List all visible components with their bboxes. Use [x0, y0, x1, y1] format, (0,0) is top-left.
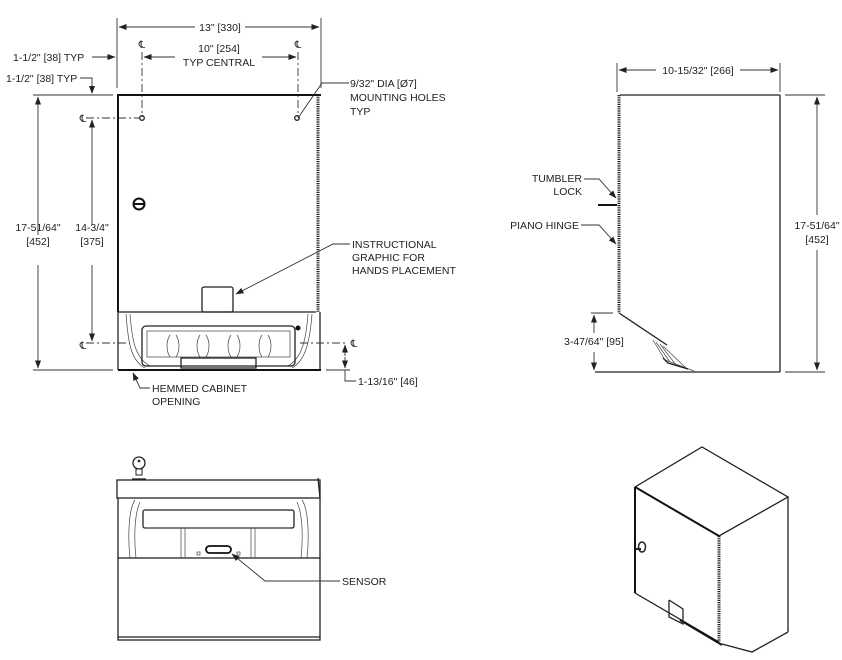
hole-spacing-dimension: ℄ ℄ 10" [254] TYP CENTRAL	[138, 40, 302, 117]
bottom-offset-dimension: ℄ 1-13/16" [46]	[300, 339, 418, 388]
key-icon	[132, 456, 146, 480]
depth-label: 10-15/32" [266]	[662, 65, 734, 77]
bottom-offset-label: 1-13/16" [46]	[358, 376, 418, 388]
overall-height-dimension: 17-51/64" [452]	[15, 96, 113, 371]
side-height-label: 17-51/64"	[794, 220, 839, 232]
sensor-window	[205, 545, 232, 554]
iso-graphic-panel	[668, 599, 684, 626]
left-offset-dimension: 1-1/2" [38] TYP	[13, 52, 116, 64]
opening-height-dimension: 3-47/64" [95]	[564, 312, 624, 371]
piano-hinge-callout: PIANO HINGE	[510, 220, 617, 245]
depth-dimension: 10-15/32" [266]	[616, 63, 781, 92]
iso-lock-icon	[635, 541, 647, 553]
hands-placement-graphic	[201, 286, 234, 313]
tumbler-lock-callout: TUMBLER LOCK	[532, 173, 617, 199]
hole-spacing-label: 10" [254]	[198, 43, 240, 55]
overall-height-metric: [452]	[26, 236, 49, 248]
side-height-metric: [452]	[805, 234, 828, 246]
overall-width-label: 13" [330]	[199, 22, 241, 34]
centerline-symbol: ℄	[138, 40, 146, 51]
opening-height-label: 3-47/64" [95]	[564, 336, 624, 348]
hole-height-dimension: ℄ 14-3/4" [375] ℄	[75, 114, 140, 352]
top-offset-label: 1-1/2" [38] TYP	[6, 73, 77, 85]
hemmed-opening-label: HEMMED CABINET	[152, 383, 248, 395]
centerline-symbol: ℄	[79, 341, 87, 352]
hole-height-metric: [375]	[80, 236, 103, 248]
hemmed-opening-label: OPENING	[152, 396, 200, 408]
instructional-graphic-label: GRAPHIC FOR	[352, 252, 425, 264]
overall-height-label: 17-51/64"	[15, 222, 60, 234]
lock-icon	[132, 197, 146, 211]
tumbler-lock-label: LOCK	[553, 186, 582, 198]
sensor-label: SENSOR	[342, 576, 387, 588]
hemmed-opening-callout: HEMMED CABINET OPENING	[132, 372, 248, 408]
centerline-symbol: ℄	[79, 114, 87, 125]
side-height-dimension: 17-51/64" [452]	[785, 94, 840, 373]
isometric-view	[634, 446, 790, 653]
mounting-holes-callout: 9/32" DIA [Ø7] MOUNTING HOLES TYP	[297, 78, 446, 119]
mounting-holes-label: 9/32" DIA [Ø7]	[350, 78, 417, 90]
bottom-view-front-panel	[117, 557, 321, 641]
front-view: 13" [330] ℄ ℄ 10" [254] TYP CENTRAL 1-1/…	[6, 18, 456, 408]
cabinet-side	[595, 94, 781, 373]
bottom-view-interior	[117, 498, 321, 559]
instructional-graphic-callout: INSTRUCTIONAL GRAPHIC FOR HANDS PLACEMEN…	[235, 239, 456, 295]
left-offset-label: 1-1/2" [38] TYP	[13, 52, 84, 64]
sensor-callout: SENSOR	[231, 553, 387, 588]
mounting-holes-label: MOUNTING HOLES	[350, 92, 446, 104]
mounting-holes-label: TYP	[350, 106, 370, 118]
instructional-graphic-label: HANDS PLACEMENT	[352, 265, 456, 277]
piano-hinge-label: PIANO HINGE	[510, 220, 579, 232]
centerline-symbol: ℄	[350, 339, 358, 350]
instructional-graphic-label: INSTRUCTIONAL	[352, 239, 437, 251]
mounting-hole	[139, 115, 145, 121]
bottom-view-top-panel	[116, 479, 321, 499]
hole-spacing-note: TYP CENTRAL	[183, 57, 255, 69]
cabinet-opening	[117, 312, 321, 371]
hole-height-label: 14-3/4"	[75, 222, 109, 234]
mounting-hole	[294, 115, 300, 121]
centerline-symbol: ℄	[294, 40, 302, 51]
bottom-view: SENSOR	[116, 456, 387, 641]
tumbler-lock-label: TUMBLER	[532, 173, 583, 185]
cabinet-front	[117, 94, 321, 371]
side-view: 10-15/32" [266] TUMBLER LOCK PIANO HINGE	[510, 63, 840, 373]
top-offset-dimension: 1-1/2" [38] TYP	[6, 73, 113, 96]
overall-width-dimension: 13" [330]	[116, 18, 322, 88]
